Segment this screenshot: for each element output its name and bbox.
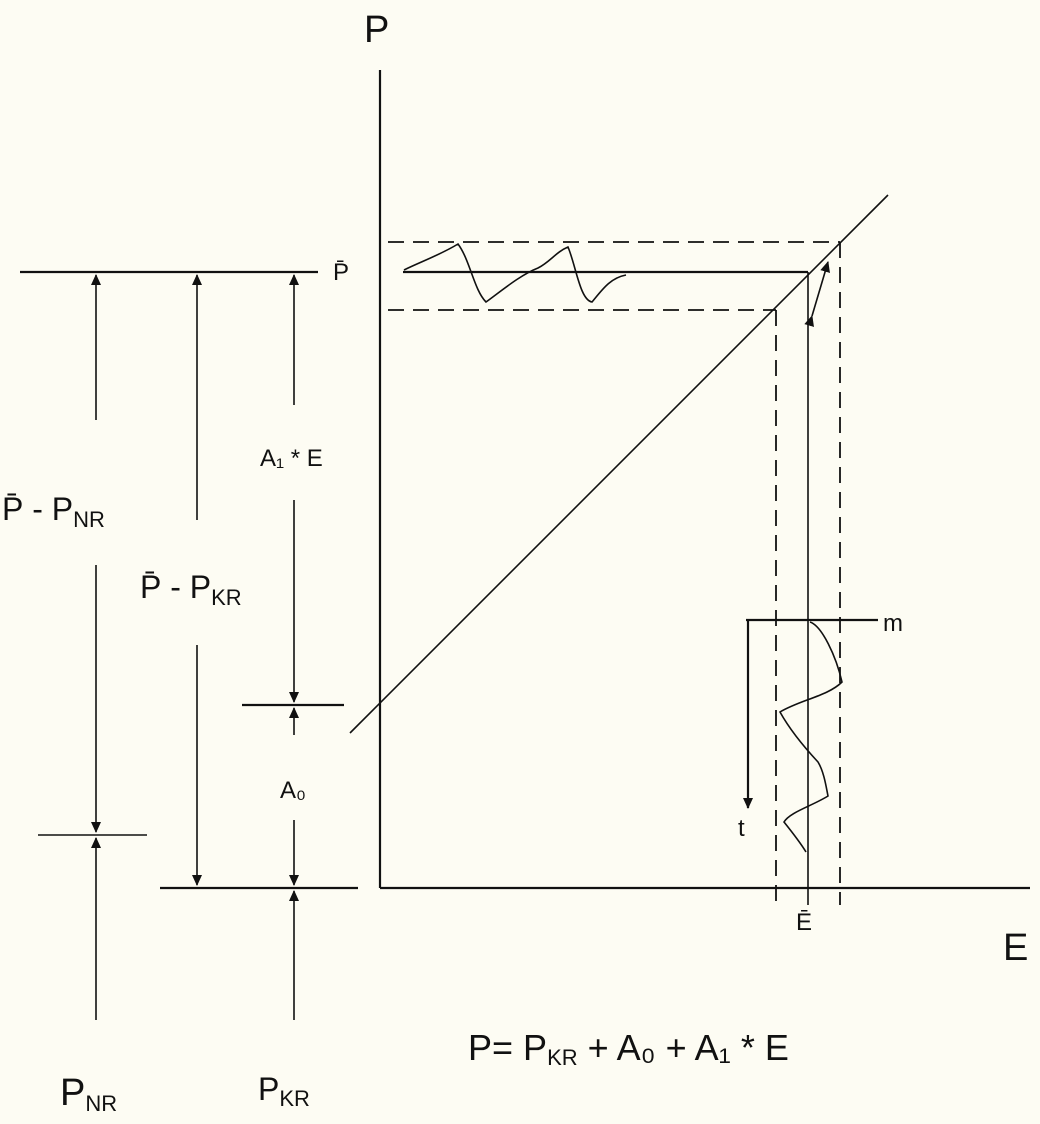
label-pnr: PNR: [60, 1072, 117, 1116]
dim-p-bar-minus-pnr: P̄ - PNR: [2, 491, 105, 532]
dim-a1-times-e: A₁ * E: [260, 445, 323, 472]
e-bar-label: Ē: [796, 909, 812, 936]
dim-a0: A₀: [280, 777, 306, 804]
t-label: t: [738, 815, 745, 842]
p-bar-label: P̄: [333, 259, 349, 286]
regression-line: [349, 194, 889, 734]
equation: P= PKR + A₀ + A₁ * E: [468, 1027, 789, 1070]
y-axis-label: P: [364, 9, 389, 51]
deviation-double-arrow: [804, 261, 830, 328]
x-axis-label: E: [1003, 927, 1028, 969]
label-pkr: PKR: [258, 1071, 310, 1111]
energy-distribution-curve: [778, 621, 843, 853]
dim-p-bar-minus-pkr: P̄ - PKR: [140, 569, 242, 610]
pressure-fluctuation-curve: [403, 242, 627, 304]
m-label: m: [883, 610, 903, 637]
